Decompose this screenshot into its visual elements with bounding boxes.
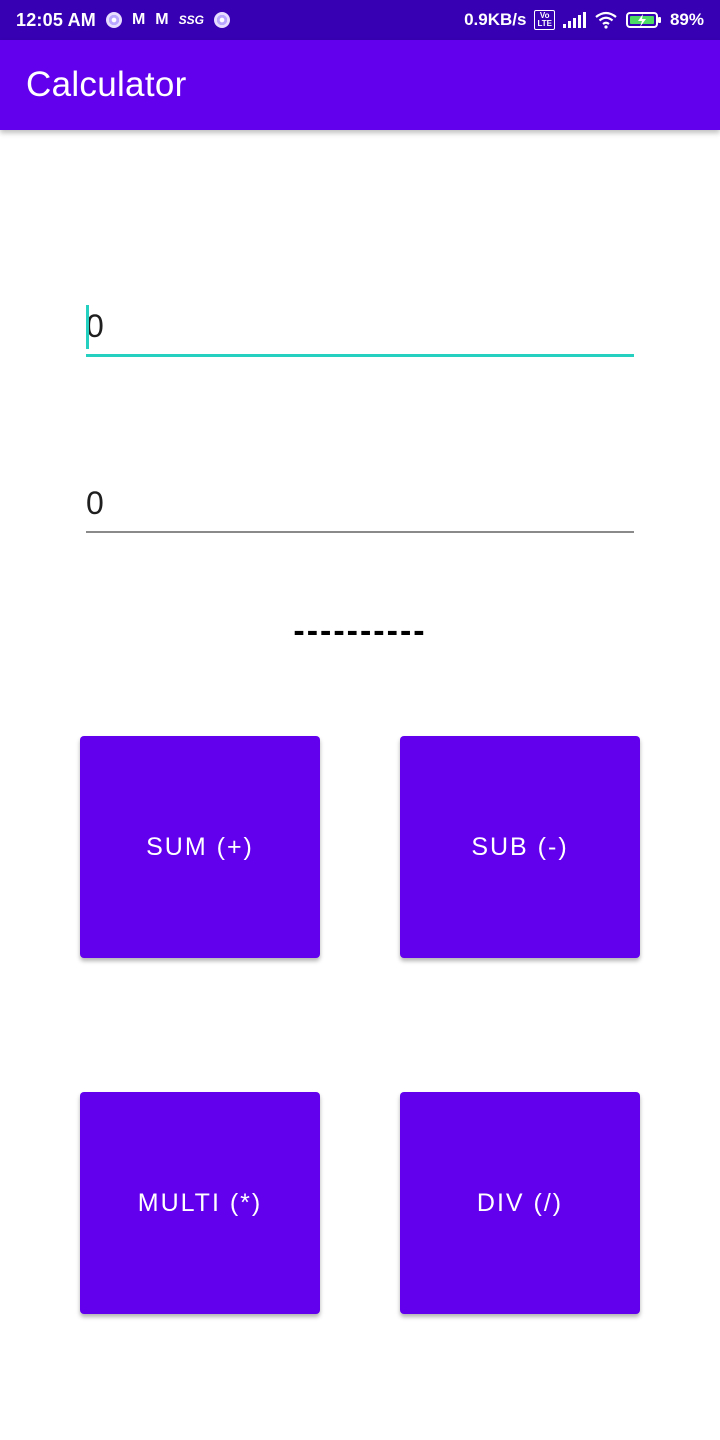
circle-notification-icon — [213, 12, 230, 28]
app-bar: Calculator — [0, 40, 720, 130]
battery-charging-icon — [625, 11, 662, 29]
second-number-input[interactable] — [86, 481, 634, 533]
multi-button[interactable]: MULTI (*) — [80, 1092, 320, 1314]
battery-percent: 89% — [669, 10, 704, 29]
network-speed: 0.9KB/s — [464, 10, 527, 29]
sub-button[interactable]: SUB (-) — [400, 736, 640, 958]
status-bar-left: 12:05 AM M M SSG — [16, 10, 230, 31]
first-number-input[interactable] — [86, 305, 634, 357]
wifi-icon — [594, 11, 618, 29]
result-text: ---------- — [293, 612, 427, 650]
page-title: Calculator — [26, 65, 187, 104]
circle-notification-icon — [105, 12, 122, 28]
status-time: 12:05 AM — [16, 9, 96, 30]
text-cursor — [86, 305, 89, 349]
sum-button[interactable]: SUM (+) — [80, 736, 320, 958]
div-button[interactable]: DIV (/) — [400, 1092, 640, 1314]
gmail-icon: M — [155, 11, 169, 28]
gmail-icon: M — [131, 11, 146, 28]
ssg-icon: SSG — [178, 13, 204, 27]
signal-icon — [562, 12, 586, 28]
